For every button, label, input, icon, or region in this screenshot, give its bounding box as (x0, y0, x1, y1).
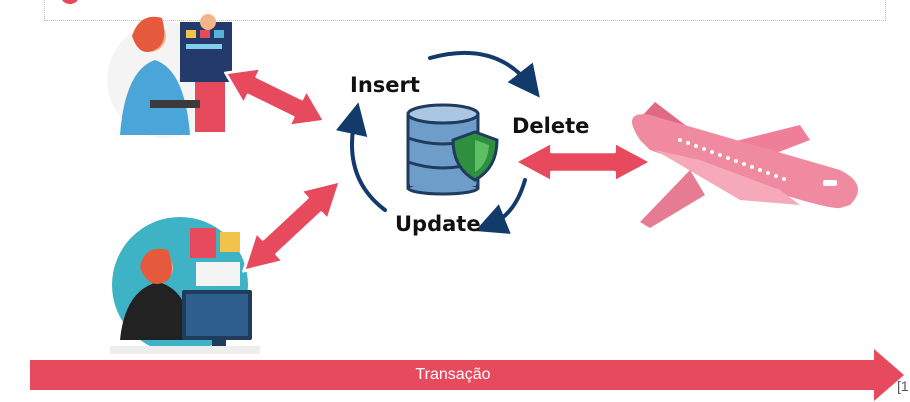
database-shield-icon (406, 103, 499, 196)
delete-label: Delete (512, 114, 590, 138)
top-frame (44, 0, 886, 21)
citation-marker: [1 (897, 378, 909, 394)
transaction-timeline-arrow (30, 360, 876, 390)
double-arrow-bottom-left (242, 179, 342, 273)
header-accent (60, 0, 80, 4)
agent-on-phone-illustration (110, 217, 260, 354)
timeline-arrowhead (874, 349, 904, 401)
transaction-label: Transação (415, 366, 491, 383)
update-label: Update (395, 212, 481, 236)
cycle-arrows (335, 50, 540, 234)
insert-label: Insert (350, 73, 420, 97)
airplane-icon (632, 102, 858, 228)
double-arrow-right (512, 140, 654, 184)
person-at-desk-illustration (107, 14, 232, 138)
double-arrow-top-left (224, 66, 326, 128)
